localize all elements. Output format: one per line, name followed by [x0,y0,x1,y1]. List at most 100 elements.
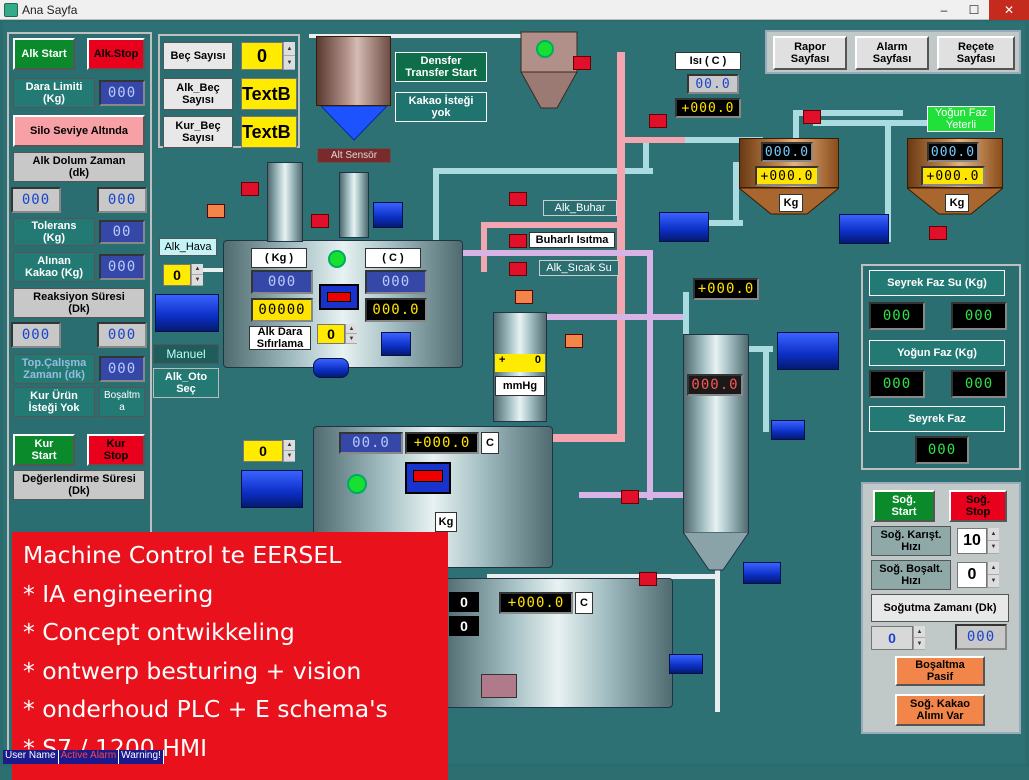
pipe [643,137,763,143]
maximize-button[interactable]: ☐ [968,3,980,17]
kur-bec-value[interactable]: TextB [241,116,297,148]
pipe [743,346,773,352]
kur-urun-label: Kur Ürün İsteği Yok [13,387,95,417]
bec-sayisi-label: Beç Sayısı [163,42,233,70]
faz-tank-1-kg: Kg [779,194,803,212]
overlay-line: Machine Control te EERSEL [23,541,342,569]
reactor-kg-input[interactable]: 00000 [251,298,313,322]
column-motor-2 [771,420,805,440]
pipe [433,168,653,174]
reactor-feed [339,172,369,238]
sog-bosalt-value[interactable]: 0 [957,562,987,588]
alk-dara-value[interactable]: 0 [317,324,345,344]
reactor-kg-display: 000 [251,270,313,294]
densfer-transfer-start-button[interactable]: Densfer Transfer Start [395,52,487,82]
c-header: ( C ) [365,248,421,268]
sog-karist-value[interactable]: 10 [957,528,987,554]
alk-start-button[interactable]: Alk Start [13,38,75,70]
alk-dara-sifirlama-button[interactable]: Alk Dara Sıfırlama [249,326,311,350]
status-user: User Name [3,750,59,764]
kur-tank-num[interactable]: 0 [243,440,283,462]
degerlendirme-suresi-label: Değerlendirme Süresi (Dk) [13,470,145,500]
isi-c-label: Isı ( C ) [675,52,741,70]
reactor-c-setpoint: 000.0 [365,298,427,322]
faz-valve-1[interactable] [649,114,667,128]
dara-limiti-input[interactable]: 000 [99,80,145,106]
sog-start-button[interactable]: Soğ. Start [873,490,935,522]
sog-bosalt-spinner[interactable]: ▲▼ [987,562,999,588]
pipe [647,250,653,500]
distillation-column [683,334,749,534]
sogutma-valve[interactable] [639,572,657,586]
faz-tank-2-kg: Kg [945,194,969,212]
pipe [683,292,689,342]
column-valve[interactable] [241,182,259,196]
pipe [463,250,653,256]
kur-tank-temp: +000.0 [405,432,479,454]
pipe [481,222,621,228]
kur-tank-spinner[interactable]: ▲▼ [283,440,295,462]
vacuum-temp-display: +000.0 [693,278,759,300]
alk-oto-sec-button[interactable]: Alk_Oto Seç [153,368,219,398]
pipe [793,110,799,140]
kur-tank-c-unit: C [481,432,499,454]
kur-tank-gauge [405,462,451,494]
sog-karist-spinner[interactable]: ▲▼ [987,528,999,554]
steam-valve-3[interactable] [509,262,527,276]
alk-hava-value[interactable]: 0 [163,264,191,286]
pipe [715,542,720,712]
hopper-valve[interactable] [573,56,591,70]
vacuum-valve[interactable] [515,290,533,304]
kur-valve[interactable] [621,490,639,504]
sogutma-c-unit: C [575,592,593,614]
kur-stop-button[interactable]: Kur Stop [87,434,145,466]
overlay-line: * ontwerp besturing + vision [23,656,362,685]
air-valve[interactable] [207,204,225,218]
close-button[interactable]: ✕ [989,0,1029,20]
faz-tank-1-a: 000.0 [761,142,813,162]
alt-sensor-label: Alt Sensör [317,148,391,163]
faz-valve-3[interactable] [929,226,947,240]
recete-sayfasi-button[interactable]: Reçete Sayfası [937,36,1015,70]
alk-hava-spinner[interactable]: ▲▼ [191,264,203,286]
sogutma-zamani-display: 000 [955,624,1007,650]
steam-valve-1[interactable] [509,192,527,206]
bosaltma-pasif-button[interactable]: Boşaltma Pasif [895,656,985,686]
sog-kakao-alimi-button[interactable]: Soğ. Kakao Alımı Var [895,694,985,726]
column-cone [683,532,749,571]
alk-dolum-input[interactable]: 000 [11,187,61,213]
sogutma-zamani-spinner[interactable]: ▲▼ [913,626,925,650]
kur-start-button[interactable]: Kur Start [13,434,75,466]
reactor-column [267,162,303,242]
faz-valve-2[interactable] [803,110,821,124]
sog-stop-button[interactable]: Soğ. Stop [949,490,1007,522]
vacuum-valve-2[interactable] [565,334,583,348]
kur-tank-lamp [347,474,367,494]
alarm-sayfasi-button[interactable]: Alarm Sayfası [855,36,929,70]
minimize-button[interactable]: – [940,3,948,17]
yogun-faz-label: Yoğun Faz (Kg) [869,340,1005,366]
alk-bec-value[interactable]: TextB [241,78,297,110]
rapor-sayfasi-button[interactable]: Rapor Sayfası [773,36,847,70]
buharli-isitma-label: Buharlı Isıtma [529,232,615,248]
steam-valve-2[interactable] [509,234,527,248]
feed-valve[interactable] [311,214,329,228]
alk-dara-spinner[interactable]: ▲▼ [345,324,357,344]
yogun-faz-b: 000 [951,370,1007,398]
yogun-faz-a: 000 [869,370,925,398]
pipe [885,122,891,242]
column-pump-motor [777,332,839,370]
sogutma-motor [669,654,703,674]
seyrek-su-b: 000 [951,302,1007,330]
alk-stop-button[interactable]: Alk.Stop [87,38,145,70]
pump-motor [313,358,349,378]
tolerans-input[interactable]: 00 [99,220,145,244]
sogutma-zamani-input[interactable]: 0 [871,626,913,650]
alk-buhar-label: Alk_Buhar [543,200,617,216]
bec-sayisi-value[interactable]: 0 [241,42,283,70]
reaksiyon-input[interactable]: 000 [11,322,61,348]
sogutma-temp: +000.0 [499,592,573,614]
bec-spinner[interactable]: ▲▼ [283,42,295,70]
faz-tank-2-b: +000.0 [921,166,985,186]
silo-cone [321,106,387,141]
